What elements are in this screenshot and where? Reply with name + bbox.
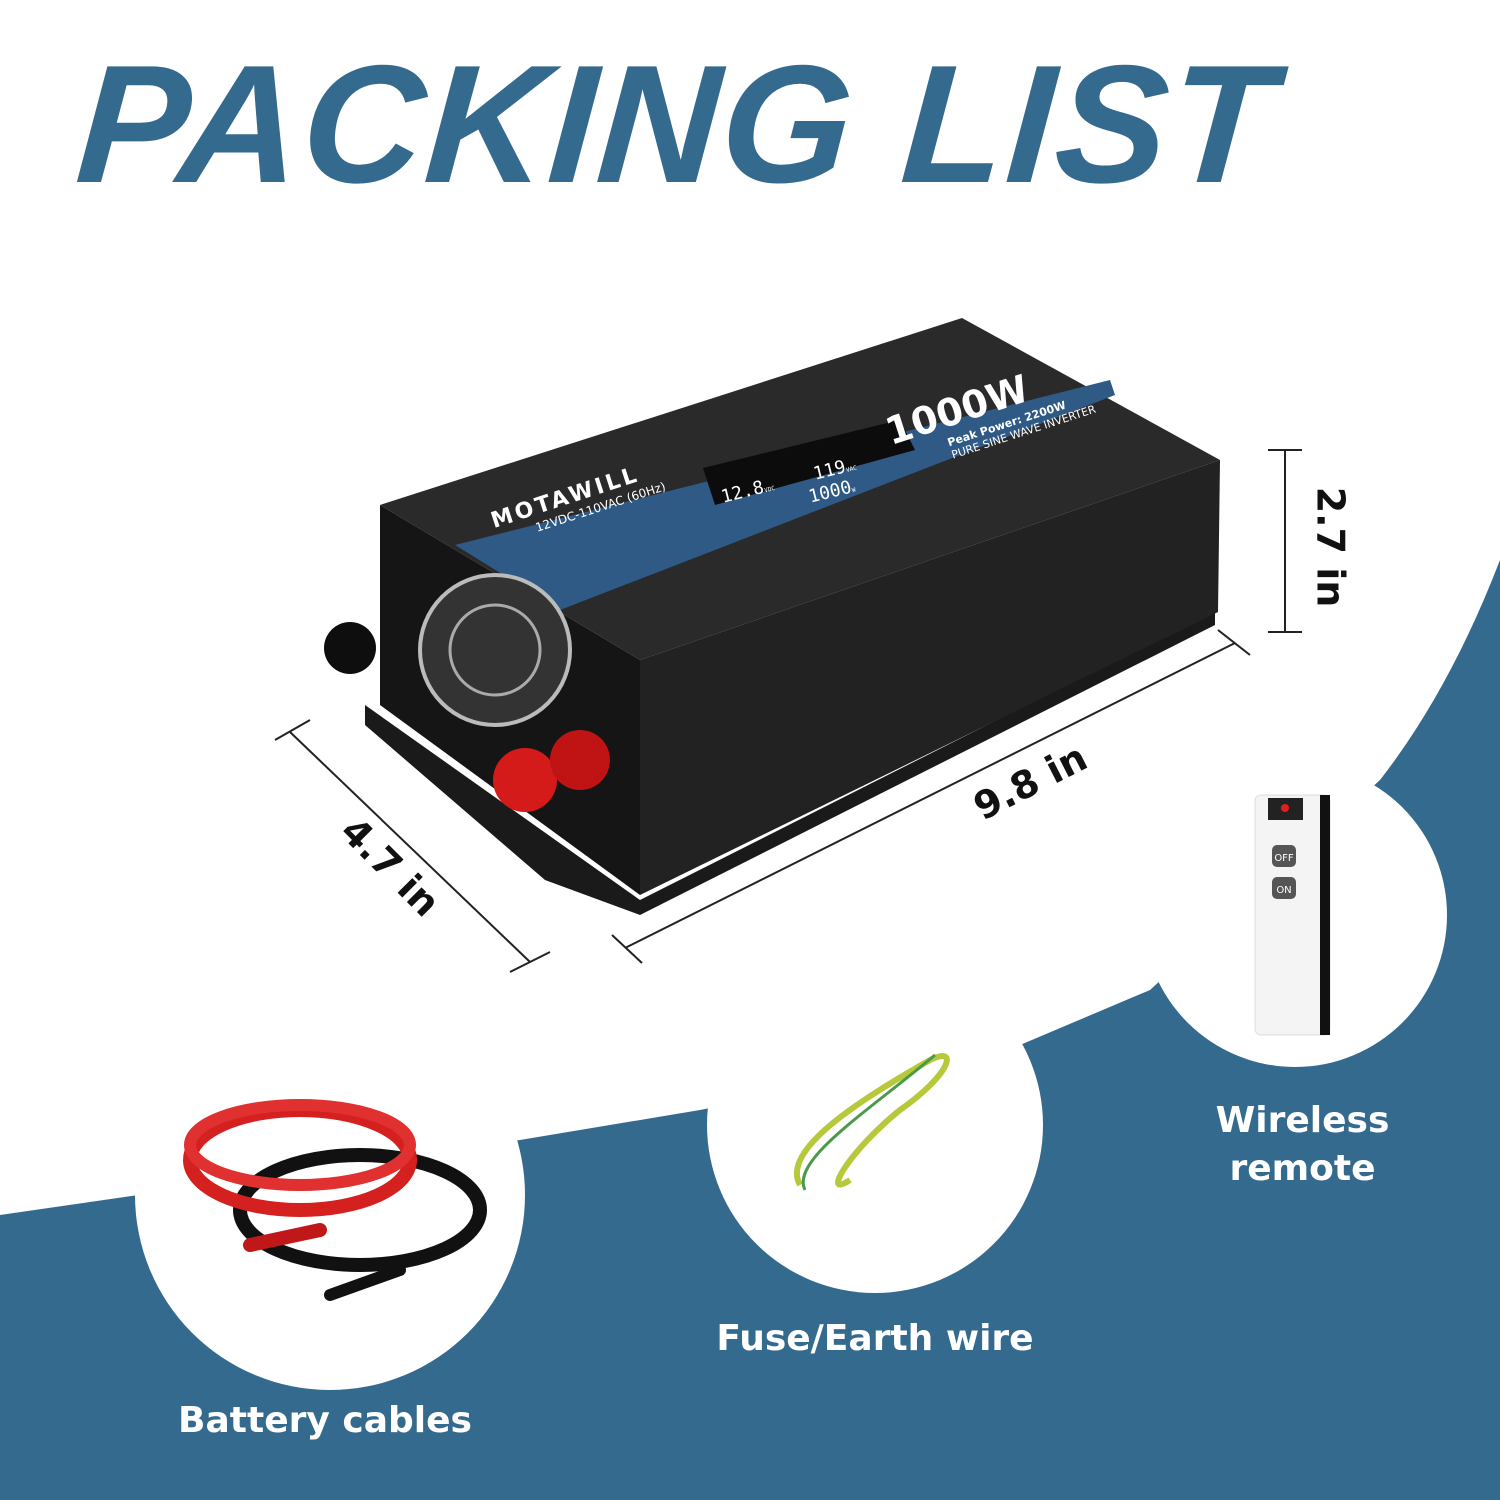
page-title: PACKING LIST (71, 30, 1282, 218)
inverter (324, 318, 1220, 915)
caption-battery-cables: Battery cables (178, 1400, 472, 1441)
caption-wireless-remote: Wireless remote (1215, 1100, 1390, 1189)
battery-cables-circle (135, 1000, 525, 1390)
dimension-lines (274, 449, 1302, 973)
label-panel (455, 380, 1115, 610)
fan-grille (418, 573, 572, 727)
black-terminal (324, 622, 376, 674)
dimension-height: 2.7 in (1308, 486, 1353, 608)
fuse-wire-circle (707, 957, 1043, 1293)
battery-cables-image (183, 1099, 487, 1301)
red-terminal (493, 748, 557, 812)
earth-wire-image (794, 1053, 950, 1191)
remote-image: OFF ON (1254, 794, 1331, 1036)
remote-on-button: ON (1276, 885, 1291, 896)
lcd-display (703, 420, 915, 505)
caption-fuse-earth-wire: Fuse/Earth wire (716, 1318, 1034, 1359)
remote-off-button: OFF (1274, 853, 1294, 864)
